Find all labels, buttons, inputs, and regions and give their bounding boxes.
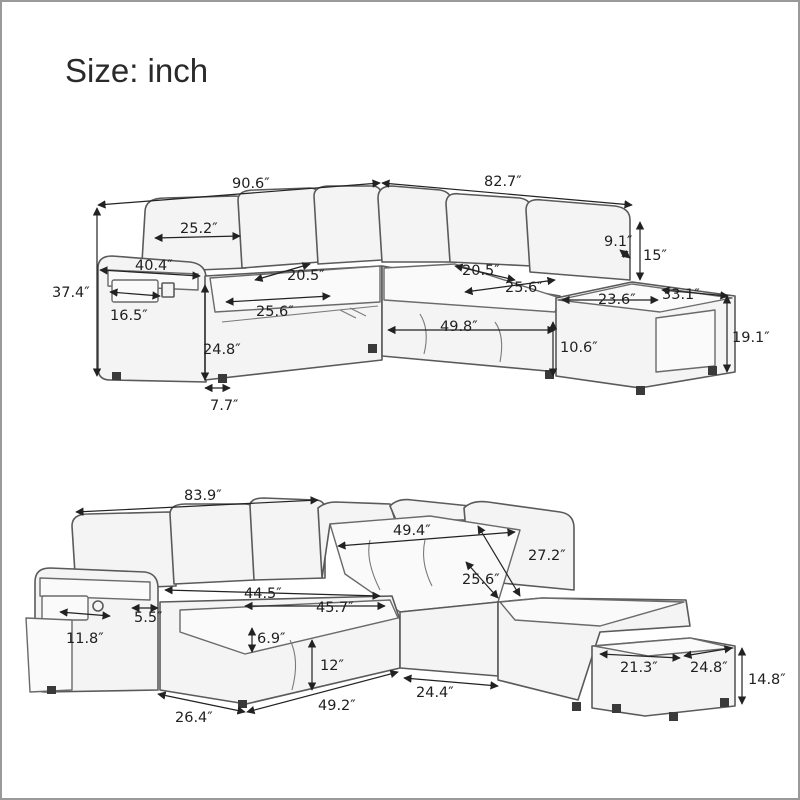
top-dimension-lines: [92, 179, 732, 393]
dim-corner-length: 49.8″: [440, 319, 478, 335]
dim-bed-height: 12″: [320, 658, 344, 674]
dim-ottoman-depth: 24.8″: [690, 660, 728, 676]
bed-mattress: [179, 599, 399, 655]
dim-bed-width-outer: 45.7″: [316, 600, 354, 616]
dim-back-pillow-thickness: 9.1″: [604, 234, 633, 250]
console-slot: [41, 595, 89, 621]
dim-mattress-thickness: 6.9″: [257, 631, 286, 647]
leg: [47, 686, 56, 694]
side-pocket: [25, 617, 73, 693]
top-sofa-illustration: [97, 185, 736, 395]
back-cushion: [445, 192, 533, 267]
leg: [238, 700, 247, 708]
dim-back-width: 83.9″: [184, 488, 222, 504]
back-cushion: [377, 185, 453, 263]
dim-seat-height: 24.8″: [203, 342, 241, 358]
pull-handle: [339, 307, 367, 319]
leg: [368, 344, 377, 353]
top-dimension-labels: 90.6″ 82.7″ 37.4″ 25.2″ 40.4″ 16.5″ 20.5…: [52, 174, 770, 414]
dim-ottoman-width: 21.3″: [620, 660, 658, 676]
corner-block: [399, 601, 499, 677]
dim-seat-depth-right: 20.5″: [462, 263, 500, 279]
usb-port-icon: [92, 600, 104, 612]
dim-chaise-length: 33.1″: [662, 287, 700, 303]
dim-seat-width-left: 25.6″: [256, 304, 294, 320]
arm-top: [39, 577, 151, 601]
dim-bed-width-inner: 44.5″: [244, 586, 282, 602]
bottom-dimension-lines: [59, 496, 747, 715]
dim-console-width: 11.8″: [66, 631, 104, 647]
dim-seat-width-right: 25.6″: [505, 280, 543, 296]
back-cushion: [237, 187, 321, 269]
console-slot: [111, 279, 159, 303]
leg: [612, 704, 621, 713]
ottoman-drawer: [655, 309, 716, 373]
dim-overall-right-width: 82.7″: [484, 174, 522, 190]
dim-storage-width: 49.4″: [393, 523, 431, 539]
back-cushion: [249, 497, 326, 581]
usb-port-icon: [161, 282, 175, 298]
dim-arm-depth: 26.4″: [175, 710, 213, 726]
leg: [720, 698, 729, 707]
back-cushion: [313, 185, 383, 265]
dim-console-depth: 16.5″: [110, 308, 148, 324]
back-cushion: [169, 503, 256, 585]
dim-back-cushion-width: 25.2″: [180, 221, 218, 237]
dim-overall-height: 37.4″: [52, 285, 90, 301]
bottom-sofa-illustration: [25, 497, 736, 721]
dim-ottoman-height: 14.8″: [748, 672, 786, 688]
dim-bed-length: 49.2″: [318, 698, 356, 714]
chaise-top: [499, 597, 685, 627]
dim-chaise-seat-depth: 23.6″: [598, 292, 636, 308]
dim-leg-height: 7.7″: [210, 398, 239, 414]
dim-storage-depth: 27.2″: [528, 548, 566, 564]
dim-console-gap: 5.5″: [134, 610, 163, 626]
size-unit-title: Size: inch: [65, 52, 209, 89]
leg: [636, 386, 645, 395]
leg: [669, 712, 678, 721]
dim-overall-left-width: 90.6″: [232, 176, 270, 192]
dim-arm-width: 40.4″: [135, 258, 173, 274]
leg: [572, 702, 581, 711]
dim-base-height: 10.6″: [560, 340, 598, 356]
dim-back-height: 15″: [643, 248, 667, 264]
dim-corner-depth: 24.4″: [416, 685, 454, 701]
leg: [708, 366, 717, 375]
leg: [218, 374, 227, 383]
leg: [112, 372, 121, 380]
dim-chaise-height: 19.1″: [732, 330, 770, 346]
dim-storage-inner-depth: 25.6″: [462, 572, 500, 588]
dim-seat-depth-left: 20.5″: [287, 268, 325, 284]
bottom-dimension-labels: 83.9″ 49.4″ 27.2″ 25.6″ 44.5″ 45.7″ 5.5″…: [66, 488, 786, 726]
